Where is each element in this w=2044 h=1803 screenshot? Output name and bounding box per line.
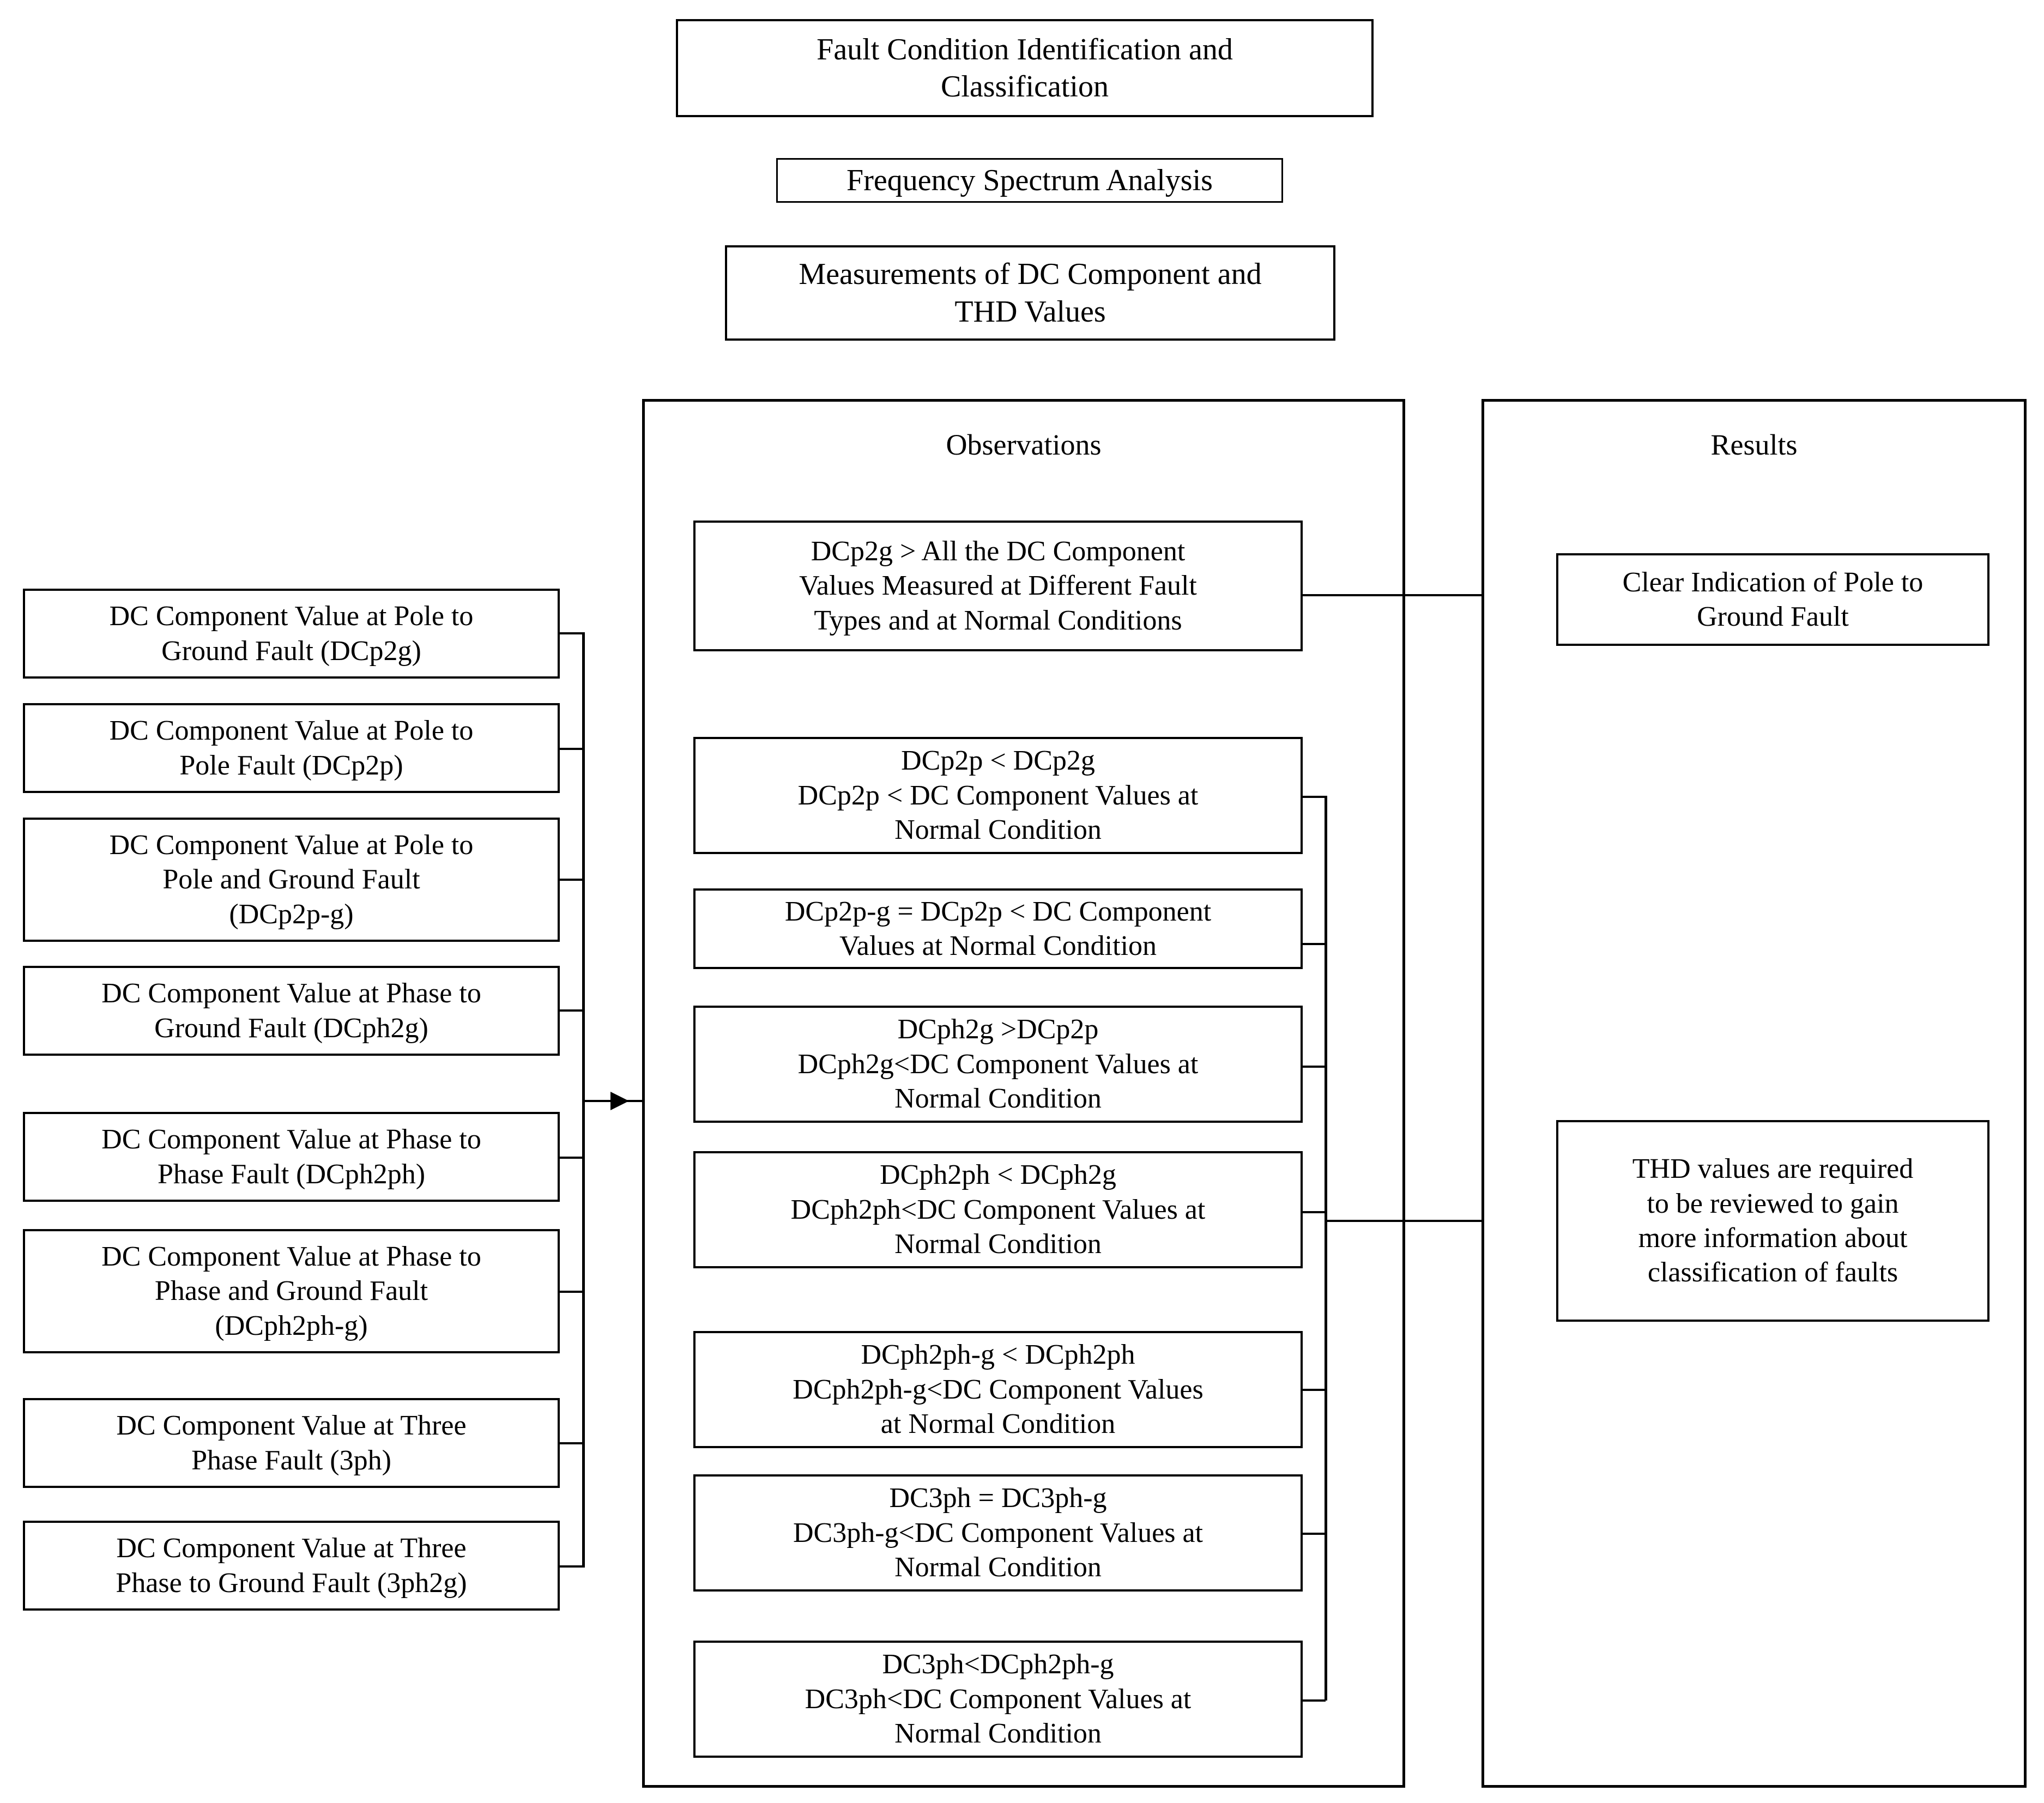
connector-stub-dcph2ph-g	[559, 1291, 585, 1293]
connector-stub-dc3ph2g	[559, 1565, 585, 1568]
connector-stub-dcph2ph	[559, 1157, 585, 1159]
process-box-frequency-spectrum: Frequency Spectrum Analysis	[776, 158, 1283, 203]
connector-stub-dcp2g	[559, 632, 585, 634]
connector-obsbus-to-result2	[1325, 1220, 1559, 1222]
input-box-dcp2p: DC Component Value at Pole to Pole Fault…	[23, 703, 560, 793]
observation-box-3: DCp2p-g = DCp2p < DC Component Values at…	[693, 888, 1303, 969]
result-box-2: THD values are required to be reviewed t…	[1556, 1120, 1989, 1322]
observation-box-5: DCph2ph < DCph2g DCph2ph<DC Component Va…	[693, 1151, 1303, 1268]
connector-stub-obs2	[1303, 796, 1326, 798]
input-box-dcph2ph-g: DC Component Value at Phase to Phase and…	[23, 1229, 560, 1353]
connector-stub-dcp2p	[559, 748, 585, 750]
observation-box-4: DCph2g >DCp2p DCph2g<DC Component Values…	[693, 1006, 1303, 1123]
observation-box-8: DC3ph<DCph2ph-g DC3ph<DC Component Value…	[693, 1641, 1303, 1758]
input-box-dc3ph: DC Component Value at Three Phase Fault …	[23, 1398, 560, 1488]
input-box-dcp2p-g: DC Component Value at Pole to Pole and G…	[23, 818, 560, 942]
connector-stub-obs5	[1303, 1211, 1326, 1213]
arrow-inputs-to-observations-head	[610, 1092, 629, 1110]
connector-obs1-to-result1	[1303, 594, 1559, 596]
connector-stub-dcph2g	[559, 1009, 585, 1012]
input-box-dcph2g: DC Component Value at Phase to Ground Fa…	[23, 966, 560, 1056]
connector-stub-obs8	[1303, 1699, 1326, 1702]
connector-stub-dcp2p-g	[559, 879, 585, 881]
results-title: Results	[1710, 428, 1798, 461]
observations-title: Observations	[946, 428, 1102, 461]
connector-stub-obs6	[1303, 1389, 1326, 1391]
input-box-dcp2g: DC Component Value at Pole to Ground Fau…	[23, 589, 560, 679]
connector-stub-obs7	[1303, 1533, 1326, 1535]
observations-bus-line	[1325, 796, 1327, 1701]
connector-stub-obs3	[1303, 943, 1326, 945]
input-box-dc3ph2g: DC Component Value at Three Phase to Gro…	[23, 1521, 560, 1611]
input-box-dcph2ph: DC Component Value at Phase to Phase Fau…	[23, 1112, 560, 1202]
observation-box-2: DCp2p < DCp2g DCp2p < DC Component Value…	[693, 737, 1303, 854]
connector-stub-dc3ph	[559, 1442, 585, 1444]
process-box-fault-condition: Fault Condition Identification and Class…	[676, 19, 1374, 117]
observation-box-7: DC3ph = DC3ph-g DC3ph-g<DC Component Val…	[693, 1474, 1303, 1592]
observation-box-6: DCph2ph-g < DCph2ph DCph2ph-g<DC Compone…	[693, 1331, 1303, 1448]
observation-box-1: DCp2g > All the DC Component Values Meas…	[693, 521, 1303, 651]
connector-stub-obs4	[1303, 1066, 1326, 1068]
result-box-1: Clear Indication of Pole to Ground Fault	[1556, 553, 1989, 646]
process-box-measurements: Measurements of DC Component and THD Val…	[725, 245, 1335, 341]
